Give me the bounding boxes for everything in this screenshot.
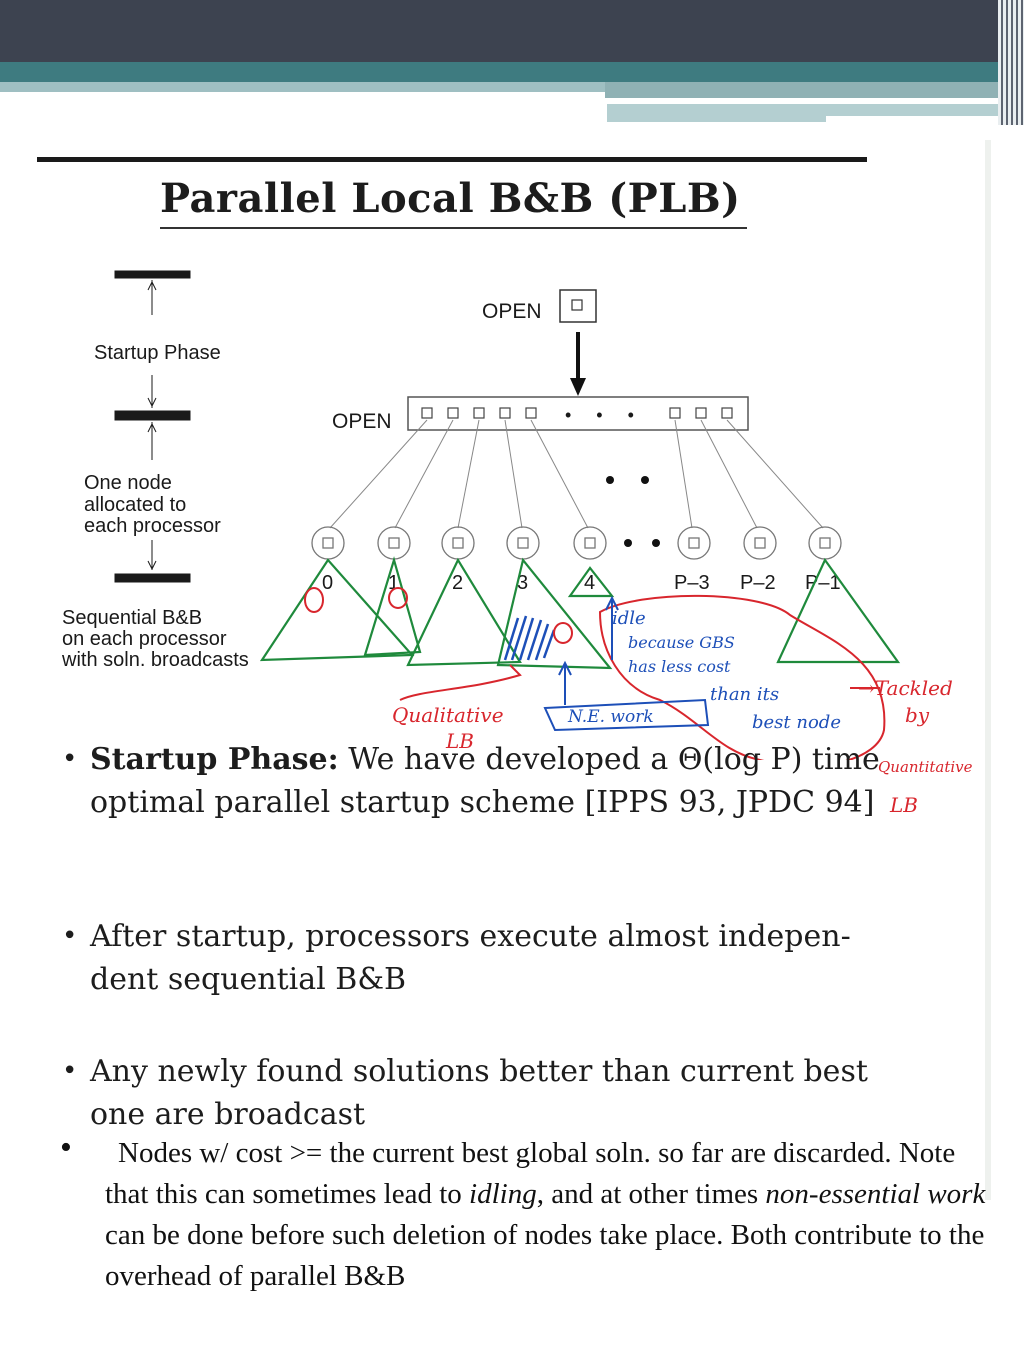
side-notes: Quantitative LB [878,758,973,817]
bullet-startup-phase: • Startup Phase: We have developed a Θ(l… [62,738,892,824]
open-list-ellipsis: • • • [565,405,644,425]
note-idle-4: than its [710,684,779,705]
title-underline [160,227,747,229]
phase-label-seq-2: on each processor [62,628,227,650]
page-title: Parallel Local B&B (PLB) [160,175,741,222]
phase-label-seq-1: Sequential B&B [62,607,202,629]
note-tackled-2: by [905,703,930,727]
phase-bar-start [114,270,191,279]
phase-label-alloc-2: allocated to [84,494,186,516]
note-tackled-1: →Tackled [858,676,953,700]
proc-label: 0 [322,572,333,594]
hatched-region [503,615,556,661]
open-list-box [407,396,749,431]
note-idle-3: has less cost [628,657,731,676]
phase-label-startup: Startup Phase [94,342,221,364]
phase-label-alloc-1: One node [84,472,172,494]
plb-diagram: Startup Phase One node allocated to each… [61,270,953,760]
final-em-idling: idling [469,1178,537,1210]
open-top-label: OPEN [482,300,542,323]
header-light-bar-right [605,82,1024,98]
open-list-label: OPEN [332,410,392,433]
note-tackled-3: Quantitative [878,758,973,776]
proc-label: P–3 [674,572,710,594]
phase-label-alloc-3: each processor [84,515,221,537]
header-bar [0,0,1024,62]
bullet-text: Any newly found solutions better than cu… [90,1054,868,1132]
scanned-page-edge [985,140,991,1200]
note-idle-5: best node [752,712,841,733]
header-accent-bar [0,62,1024,82]
blue-markers [543,595,710,732]
processor-nodes [311,526,842,560]
search-trees [259,556,901,670]
proc-label: P–1 [805,572,841,594]
bullet-dot: • [62,1056,78,1086]
open-root-box [559,289,597,323]
note-tackled-4: LB [889,793,918,817]
final-em-nonessential: non-essential work [765,1178,986,1210]
processor-labels: 0 1 2 3 4 P–3 P–2 P–1 [322,572,841,594]
bullet-lead: Startup Phase: [90,742,339,777]
bullet-discard-nodes: • Nodes w/ cost >= the current best glob… [60,1129,1000,1297]
phase-bar-mid [114,410,191,421]
header-stripe [607,98,947,104]
red-markers [304,587,886,760]
bullet-dot: • [62,744,78,774]
bullet-text: We have developed a Θ(log P) time optima… [90,742,880,820]
proc-label: P–2 [740,572,776,594]
header-decor-lines [998,0,1024,125]
note-qualitative-1: Qualitative [392,703,504,727]
open-list-nodes [421,407,733,419]
bullet-broadcast: • Any newly found solutions better than … [62,1050,882,1136]
bullet-text: After startup, processors execute almost… [90,919,851,997]
bullet-dot: • [60,1129,72,1166]
final-text-2: , and at other times [536,1178,766,1210]
note-qualitative-2: LB [445,729,474,753]
final-text-3: can be done before such deletion of node… [105,1219,985,1292]
title-rule [37,157,867,162]
bullet-dot: • [62,921,78,951]
bullet-after-startup: • After startup, processors execute almo… [62,915,882,1001]
proc-label: 3 [517,572,528,594]
proc-label: 2 [452,572,463,594]
note-idle-2: because GBS [628,633,735,652]
proc-label: 1 [388,572,399,594]
fanout-arrows [329,419,824,529]
header-stripe-3 [826,116,1006,124]
note-ne-work: N.E. work [567,707,654,727]
final-text-1: Nodes w/ cost >= the current best global… [105,1137,956,1210]
proc-label: 4 [584,572,595,594]
phase-bar-end [114,573,191,583]
phase-label-seq-3: with soln. broadcasts [61,649,249,671]
header-light-bar [0,82,605,92]
note-idle-1: idle [612,608,646,629]
phase-timeline [114,270,191,583]
